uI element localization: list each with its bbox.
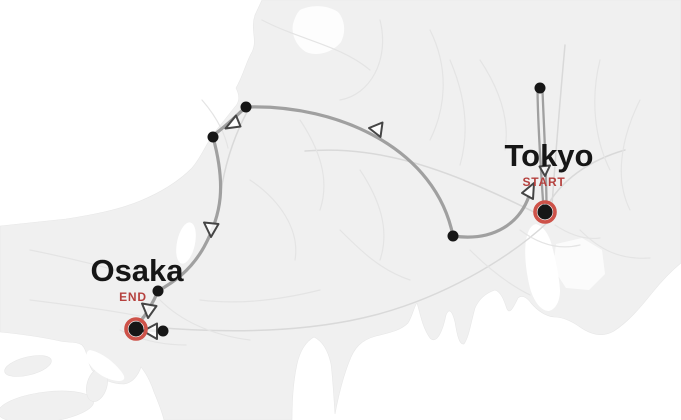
mountain-snow-patch xyxy=(292,6,345,54)
arrow-on-west-arc xyxy=(368,121,384,138)
north-waypoint-stop[interactable] xyxy=(534,82,546,94)
route-leg-north-to-tokyo-a xyxy=(536,88,545,210)
road-network-layer xyxy=(29,19,651,346)
tokyo-urban-patch xyxy=(553,238,605,290)
start-tag-label: START xyxy=(522,175,566,189)
direction-arrows-layer xyxy=(141,114,551,340)
southwest-waypoint-stop[interactable] xyxy=(447,230,459,242)
route-leg-north-to-tokyo-b xyxy=(541,88,548,210)
arrow-into-osaka xyxy=(141,302,158,319)
osaka-bay xyxy=(86,350,125,381)
stops-layer xyxy=(124,82,557,341)
route-leg-arc-west xyxy=(244,105,455,238)
tokyo-start-marker[interactable] xyxy=(537,204,553,220)
route-leg-southwest-to-tokyo xyxy=(451,194,531,239)
arrow-coast-leg xyxy=(224,114,242,130)
end-tag-label: END xyxy=(119,290,147,304)
route-leg-south xyxy=(156,135,223,293)
arrow-into-tokyo-small xyxy=(538,164,551,177)
east-of-osaka-stop[interactable] xyxy=(157,325,169,337)
arrow-south-leg xyxy=(203,221,220,238)
osaka-end-marker[interactable] xyxy=(128,321,144,337)
tokyo-start-marker-ring xyxy=(533,200,557,224)
tokyo-city-label: Tokyo xyxy=(504,138,594,173)
coast-waypoint-stop-1[interactable] xyxy=(240,101,252,113)
north-of-osaka-stop[interactable] xyxy=(152,285,164,297)
osaka-end-marker-ring xyxy=(124,317,148,341)
lake-biwa xyxy=(176,222,196,264)
coast-waypoint-stop-2[interactable] xyxy=(207,131,219,143)
osaka-city-label: Osaka xyxy=(90,253,184,288)
arrow-east-into-osaka xyxy=(142,322,158,340)
arrow-near-start xyxy=(521,182,535,200)
